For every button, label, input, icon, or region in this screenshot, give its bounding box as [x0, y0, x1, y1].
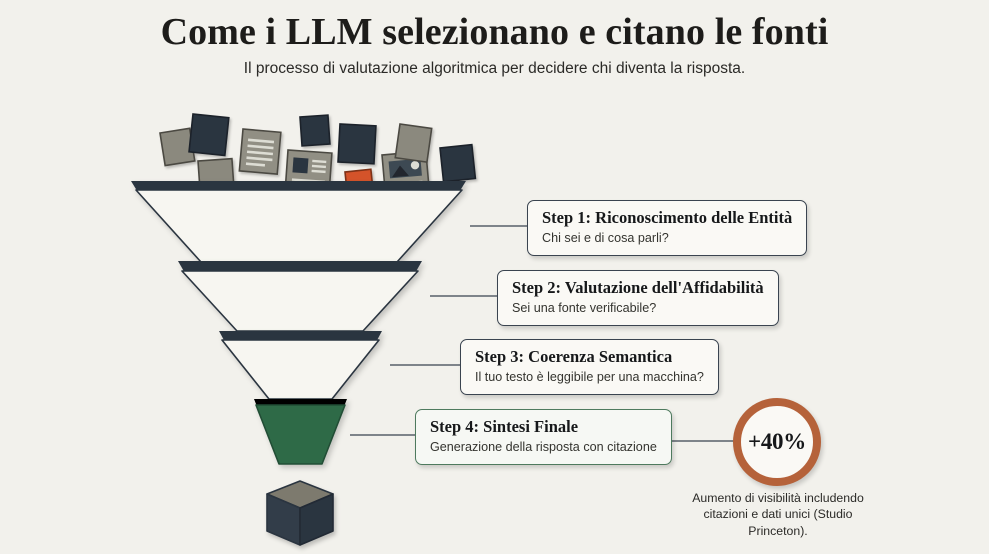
funnel-stage-3-body: [221, 339, 380, 400]
step-4-subtitle: Generazione della risposta con citazione: [430, 439, 657, 454]
document-navy-3: [299, 114, 331, 147]
badge-caption: Aumento di visibilità includendo citazio…: [692, 491, 864, 538]
cube-icon: [266, 480, 334, 546]
document-taupe-3: [394, 123, 433, 164]
step-card-1[interactable]: Step 1: Riconoscimento delle Entità Chi …: [527, 200, 808, 257]
funnel-stage-1-body: [135, 189, 463, 263]
step-4-title: Step 4: Sintesi Finale: [430, 417, 579, 436]
funnel-stage-3: [219, 331, 382, 400]
funnel-stage-2-body: [181, 270, 419, 332]
step-1-title: Step 1: Riconoscimento delle Entità: [542, 208, 793, 227]
badge-value: +40%: [748, 429, 806, 454]
document-navy-5: [439, 143, 477, 183]
visibility-uplift-badge[interactable]: +40%: [733, 398, 821, 486]
cube-right-face: [299, 493, 334, 546]
connector-lines: [350, 225, 737, 442]
funnel-stage-4-body: [255, 404, 346, 465]
step-2-subtitle: Sei una fonte verificabile?: [512, 300, 657, 315]
page-subtitle: Il processo di valutazione algoritmica p…: [243, 60, 746, 77]
step-1-subtitle: Chi sei e di cosa parli?: [542, 230, 669, 245]
document-navy-1: [188, 113, 230, 157]
step-2-title: Step 2: Valutazione dell'Affidabilità: [512, 278, 764, 297]
step-3-title: Step 3: Coerenza Semantica: [475, 347, 673, 366]
document-lined-1: [238, 128, 282, 176]
funnel-stage-1: [131, 181, 466, 263]
step-card-4[interactable]: Step 4: Sintesi Finale Generazione della…: [415, 409, 672, 466]
funnel-stage-2: [178, 261, 422, 332]
page-title: Come i LLM selezionano e citano le fonti: [160, 11, 829, 53]
step-card-3[interactable]: Step 3: Coerenza Semantica Il tuo testo …: [460, 339, 719, 396]
step-card-2[interactable]: Step 2: Valutazione dell'Affidabilità Se…: [497, 270, 779, 327]
step-3-subtitle: Il tuo testo è leggibile per una macchin…: [475, 369, 704, 384]
funnel-stage-4: [254, 399, 347, 465]
document-navy-4: [337, 123, 377, 165]
